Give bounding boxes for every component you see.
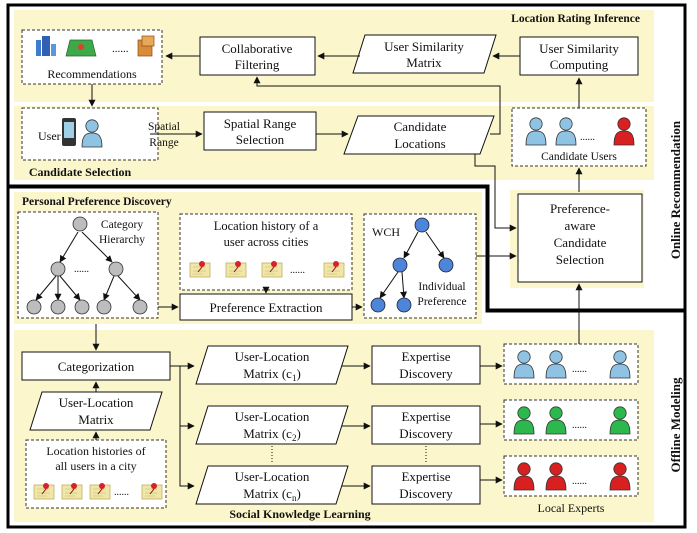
category-hierarchy-line1: Category — [101, 219, 143, 231]
user-similarity-computing-line2: Computing — [550, 57, 609, 72]
svg-text:......: ...... — [572, 420, 587, 431]
user-location-matrix-line1: User-Location — [59, 395, 134, 410]
user-similarity-matrix-line1: User Similarity — [384, 39, 464, 54]
offline-border — [6, 185, 687, 529]
wch-edges — [379, 231, 445, 299]
spatial-range-selection-box — [203, 111, 317, 151]
candidate-users-label: Candidate Users — [541, 151, 617, 163]
svg-text:Expertise: Expertise — [401, 409, 450, 424]
expertise-discovery-2: Expertise Discovery — [371, 405, 481, 445]
local-experts-label: Local Experts — [538, 501, 605, 515]
history-dots: ...... — [290, 265, 305, 276]
arrow-locations-to-cf — [253, 76, 501, 135]
category-hierarchy-line2: Hierarchy — [99, 234, 145, 246]
user-similarity-matrix-box — [352, 34, 497, 74]
location-note-icon — [61, 482, 83, 500]
location-note-icon — [261, 260, 283, 278]
matrix-row-2: User-Location Matrix (c2) — [195, 405, 349, 445]
svg-text:Expertise: Expertise — [401, 469, 450, 484]
svg-text:Discovery: Discovery — [399, 426, 453, 441]
location-histories-line2: all users in a city — [55, 459, 136, 473]
location-note-icon — [89, 482, 111, 500]
collaborative-filtering-line1: Collaborative — [222, 41, 293, 56]
matrix-row-2-line2: Matrix (c2) — [243, 426, 301, 443]
expertise-discovery-1: Expertise Discovery — [371, 345, 481, 385]
categorization-label: Categorization — [58, 359, 135, 374]
offline-side-label: Offline Modeling — [668, 377, 683, 472]
preference-aware-line2: aware — [564, 218, 595, 233]
svg-text:Discovery: Discovery — [399, 366, 453, 381]
location-note-icon — [141, 482, 163, 500]
matrix-row-n: User-Location Matrix (cn) — [195, 465, 349, 505]
candidate-locations-line2: Locations — [394, 136, 445, 151]
histories-dots: ...... — [114, 487, 129, 498]
matrix-row-1: User-Location Matrix (c1) — [195, 345, 349, 385]
ppd-title: Personal Preference Discovery — [22, 196, 172, 208]
category-tree-edges — [35, 231, 141, 301]
phone-icon — [62, 118, 76, 146]
location-history-line2: user across cities — [224, 235, 309, 249]
location-note-icon — [323, 260, 345, 278]
location-note-icon — [33, 482, 55, 500]
recommendations-label: Recommendations — [47, 67, 137, 81]
arrow-locations-to-pref — [474, 154, 517, 232]
location-rating-title: Location Rating Inference — [511, 13, 640, 25]
collaborative-filtering-box — [199, 36, 316, 76]
expertise-discovery-n: Expertise Discovery — [371, 465, 481, 505]
individual-preference-line1: Individual — [418, 281, 465, 293]
svg-text:Expertise: Expertise — [401, 349, 450, 364]
recommendations-dots: ...... — [112, 43, 129, 55]
candidate-locations-box — [343, 115, 495, 155]
location-history-line1: Location history of a — [214, 219, 319, 233]
matrix-row-1-line1: User-Location — [235, 349, 310, 364]
user-similarity-computing-line1: User Similarity — [539, 41, 619, 56]
social-knowledge-title: Social Knowledge Learning — [229, 507, 370, 521]
online-side-label: Online Recommendation — [668, 120, 683, 259]
matrix-row-n-line2: Matrix (cn) — [243, 486, 301, 503]
user-location-matrix-box — [29, 391, 163, 431]
svg-text:......: ...... — [572, 476, 587, 487]
local-experts-row-n: ...... — [503, 455, 639, 497]
collaborative-filtering-line2: Filtering — [235, 57, 280, 72]
user-similarity-matrix-line2: Matrix — [406, 55, 442, 70]
preference-aware-line4: Selection — [556, 252, 605, 267]
spatial-range-line1: Spatial — [148, 121, 180, 133]
categorization-box — [21, 351, 171, 381]
local-experts-row-2: ...... — [503, 399, 639, 441]
user-location-matrix-line2: Matrix — [78, 412, 114, 427]
spatial-range-line2: Range — [149, 137, 178, 149]
preference-extraction-label: Preference Extraction — [210, 300, 323, 315]
candidate-selection-title: Candidate Selection — [29, 165, 132, 179]
user-label: User — [38, 129, 61, 143]
preference-aware-line1: Preference- — [550, 201, 610, 216]
preference-aware-box — [517, 193, 643, 283]
location-note-icon — [189, 260, 211, 278]
local-experts-row-1: ...... — [503, 343, 639, 385]
spatial-range-selection-line2: Selection — [236, 132, 285, 147]
building-icon — [36, 36, 56, 56]
location-note-icon — [225, 260, 247, 278]
wch-label: WCH — [372, 225, 400, 239]
wch-nodes — [370, 217, 454, 313]
candidate-locations-line1: Candidate — [394, 119, 447, 134]
category-tree-nodes — [26, 216, 148, 315]
svg-text:Discovery: Discovery — [399, 486, 453, 501]
spatial-range-selection-line1: Spatial Range — [224, 116, 297, 131]
map-icon — [65, 39, 97, 57]
tree-dots: ...... — [74, 264, 89, 275]
candidate-users-dots: ...... — [580, 132, 595, 143]
matrix-row-1-line2: Matrix (c1) — [243, 366, 301, 383]
svg-text:......: ...... — [572, 364, 587, 375]
matrix-row-2-line1: User-Location — [235, 409, 310, 424]
location-histories-line1: Location histories of — [46, 444, 145, 458]
shops-icon — [137, 35, 155, 57]
matrix-row-n-line1: User-Location — [235, 469, 310, 484]
preference-aware-line3: Candidate — [554, 235, 607, 250]
individual-preference-line2: Preference — [417, 296, 466, 308]
